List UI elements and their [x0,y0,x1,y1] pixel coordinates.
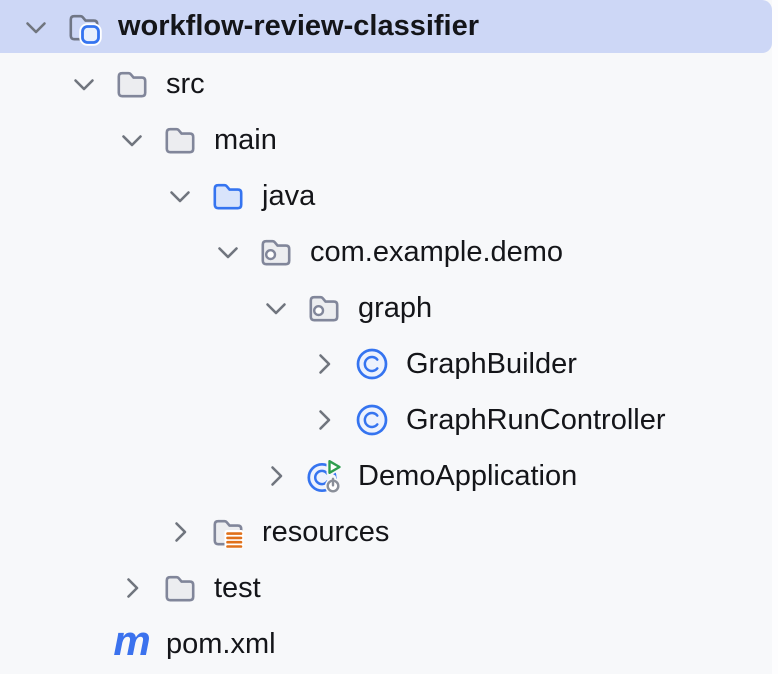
tree-row-label: resources [262,515,390,548]
tree-row-resources[interactable]: resources [0,504,778,560]
chevron-down-icon[interactable] [214,238,242,266]
tree-row-com-example-demo[interactable]: com.example.demo [0,224,778,280]
java-class-icon [354,346,390,382]
tree-row-label: pom.xml [166,627,276,660]
chevron-down-icon[interactable] [166,182,194,210]
tree-row-pom-xml[interactable]: m pom.xml [0,616,778,672]
tree-row-label: GraphBuilder [406,347,577,380]
sources-folder-icon [210,178,246,214]
chevron-down-icon[interactable] [70,70,98,98]
tree-row-graph[interactable]: graph [0,280,778,336]
tree-row-label: workflow-review-classifier [118,10,480,42]
tree-row-label: DemoApplication [358,459,578,492]
tree-row-label: test [214,571,261,604]
runnable-class-icon [306,458,343,494]
chevron-spacer [70,630,98,658]
panel-right-edge [772,0,778,674]
maven-icon: m [113,617,151,664]
tree-row-src[interactable]: src [0,56,778,112]
tree-row-label: GraphRunController [406,403,666,436]
tree-row-label: src [166,67,205,100]
tree-row-label: java [262,179,316,212]
resources-folder-icon [210,514,246,550]
project-folder-icon [66,9,102,46]
chevron-right-icon[interactable] [310,350,338,378]
tree-row-graphruncontroller[interactable]: GraphRunController [0,392,778,448]
chevron-right-icon[interactable] [262,462,290,490]
tree-row-project-root[interactable]: workflow-review-classifier [0,0,772,53]
tree-row-main[interactable]: main [0,112,778,168]
chevron-down-icon[interactable] [262,294,290,322]
chevron-right-icon[interactable] [310,406,338,434]
package-icon [258,234,294,270]
tree-row-label: main [214,123,277,156]
java-class-icon [354,402,390,438]
tree-row-label: com.example.demo [310,235,564,268]
chevron-down-icon[interactable] [118,126,146,154]
folder-icon [162,570,198,606]
tree-row-graphbuilder[interactable]: GraphBuilder [0,336,778,392]
package-icon [306,290,342,326]
tree-row-java[interactable]: java [0,168,778,224]
folder-icon [114,66,150,102]
chevron-down-icon[interactable] [22,13,50,41]
chevron-right-icon[interactable] [118,574,146,602]
tree-row-demoapplication[interactable]: DemoApplication [0,448,778,504]
chevron-right-icon[interactable] [166,518,194,546]
folder-icon [162,122,198,158]
tree-row-label: graph [358,291,433,324]
tree-row-test[interactable]: test [0,560,778,616]
